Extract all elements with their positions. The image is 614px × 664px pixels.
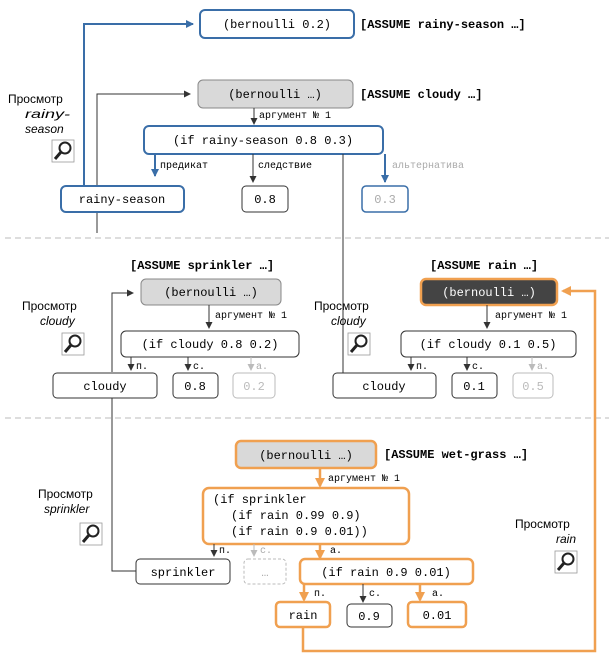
node-cloudy-left xyxy=(52,372,158,399)
node-value-02 xyxy=(232,372,276,399)
a-label-left: а. xyxy=(256,362,268,373)
node-if-rain-label: (if rain 0.9 0.01) xyxy=(321,566,451,580)
node-bernoulli-sprinkler xyxy=(140,278,282,306)
node-if-rainy xyxy=(143,125,384,155)
node-bernoulli-cloudy xyxy=(197,79,354,109)
a-label-right: а. xyxy=(537,362,549,373)
node-if-rain xyxy=(298,557,475,586)
magnifier-icon-4 xyxy=(78,521,104,547)
node-rain-label: rain xyxy=(289,609,318,623)
node-sprinkler-label: sprinkler xyxy=(151,566,216,580)
node-cloudy-left-label: cloudy xyxy=(83,380,126,394)
node-bernoulli-02-label: (bernoulli 0.2) xyxy=(223,18,331,32)
node-bernoulli-rain xyxy=(419,277,559,307)
view-target-sprinkler: sprinkler xyxy=(44,502,90,516)
c-label-s3: с. xyxy=(260,546,272,557)
view-target-cloudy-2: cloudy xyxy=(40,314,76,328)
consequent-label: следствие xyxy=(258,161,312,172)
node-bernoulli-wetgrass-label: (bernoulli …) xyxy=(259,449,353,463)
node-cloudy-right xyxy=(332,372,437,399)
node-value-09 xyxy=(346,603,393,628)
view-target-rainy-1: rainy- xyxy=(25,107,70,121)
node-if-cloudy-left-label: (if cloudy 0.8 0.2) xyxy=(142,338,279,352)
node-value-05-label: 0.5 xyxy=(522,380,544,394)
edge-rain-lookup xyxy=(301,286,597,653)
assume-cloudy-label: [ASSUME cloudy …] xyxy=(360,88,482,102)
edge-rainy-to-top xyxy=(83,20,194,186)
p-label-s3: п. xyxy=(219,546,231,557)
node-rainy-season-label: rainy-season xyxy=(79,193,165,207)
node-value-09-label: 0.9 xyxy=(358,610,380,624)
magnifier-icon-3 xyxy=(346,331,372,357)
edge-cloudy-to-sprinkler xyxy=(111,289,134,372)
node-ellipsis xyxy=(243,558,287,585)
p-label-right: п. xyxy=(416,362,428,373)
if-line-1: (if sprinkler xyxy=(213,493,307,507)
arg-label-1: аргумент № 1 xyxy=(259,111,331,122)
view-label-3: Просмотр xyxy=(314,299,369,313)
node-cloudy-right-label: cloudy xyxy=(362,380,405,394)
view-label-2: Просмотр xyxy=(22,299,77,313)
node-value-01 xyxy=(451,372,498,399)
arg-label-2: аргумент № 1 xyxy=(215,311,287,322)
node-value-02-label: 0.2 xyxy=(243,380,265,394)
node-value-01-label: 0.1 xyxy=(463,380,485,394)
predicate-label: предикат xyxy=(160,161,208,172)
node-value-08b xyxy=(172,372,219,399)
arg-label-4: аргумент № 1 xyxy=(328,474,400,485)
c-label-left: с. xyxy=(193,362,205,373)
a2-label-s3: а. xyxy=(432,589,444,600)
node-bernoulli-wetgrass xyxy=(234,439,378,470)
node-value-001 xyxy=(406,600,468,629)
assume-sprinkler-label: [ASSUME sprinkler …] xyxy=(130,259,274,273)
node-if-cloudy-left xyxy=(120,330,300,358)
node-value-08 xyxy=(241,185,289,213)
node-rainy-season xyxy=(60,185,185,213)
assume-wetgrass-label: [ASSUME wet-grass …] xyxy=(384,448,528,462)
node-bernoulli-sprinkler-label: (bernoulli …) xyxy=(164,286,258,300)
if-line-3: (if rain 0.9 0.01)) xyxy=(231,525,368,539)
node-if-rainy-label: (if rainy-season 0.8 0.3) xyxy=(173,134,353,148)
node-value-08-label: 0.8 xyxy=(254,193,276,207)
node-value-05 xyxy=(512,372,554,399)
node-value-001-label: 0.01 xyxy=(423,609,452,623)
node-bernoulli-rain-label: (bernoulli …) xyxy=(442,286,536,300)
magnifier-icon-1 xyxy=(50,138,76,164)
view-target-rainy-2: season xyxy=(25,122,64,136)
view-label-4: Просмотр xyxy=(38,487,93,501)
c-label-right: с. xyxy=(472,362,484,373)
view-label-5: Просмотр xyxy=(515,517,570,531)
node-bernoulli-cloudy-label: (bernoulli …) xyxy=(228,88,322,102)
magnifier-icon-2 xyxy=(60,331,86,357)
node-value-03-label: 0.3 xyxy=(374,193,396,207)
node-if-sprinkler xyxy=(201,486,411,546)
p-label-left: п. xyxy=(136,362,148,373)
magnifier-icon-5 xyxy=(553,549,579,575)
p2-label-s3: п. xyxy=(314,589,326,600)
edge-sprinkler-up xyxy=(111,398,136,572)
assume-rain-label: [ASSUME rain …] xyxy=(430,259,538,273)
node-if-cloudy-right-label: (if cloudy 0.1 0.5) xyxy=(420,338,557,352)
arg-label-3: аргумент № 1 xyxy=(495,311,567,322)
node-value-08b-label: 0.8 xyxy=(184,380,206,394)
node-if-cloudy-right xyxy=(400,330,577,358)
c2-label-s3: с. xyxy=(369,589,381,600)
node-sprinkler xyxy=(135,558,231,585)
view-target-rain: rain xyxy=(556,532,576,546)
if-line-2: (if rain 0.99 0.9) xyxy=(231,509,361,523)
view-target-cloudy-3: cloudy xyxy=(331,314,367,328)
assume-rainy-label: [ASSUME rainy-season …] xyxy=(360,18,526,32)
node-value-03 xyxy=(361,185,409,213)
alternative-label: альтернатива xyxy=(392,161,464,172)
node-bernoulli-02 xyxy=(199,9,355,39)
a-label-s3: а. xyxy=(330,546,342,557)
node-ellipsis-label: … xyxy=(261,566,268,580)
view-label-1: Просмотр xyxy=(8,92,63,106)
